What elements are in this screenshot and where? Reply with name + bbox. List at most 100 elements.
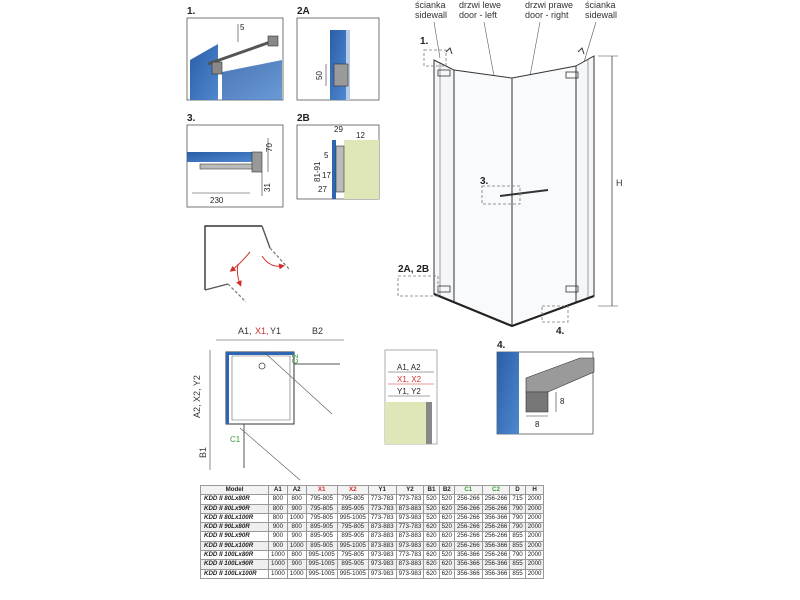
dimension-table: Model A1 A2 X1 X2 Y1 Y2 B1 B2 C1 C2 D H …	[200, 484, 545, 579]
plan-top-prefix: A1,	[238, 326, 252, 336]
detail-1-label: 1.	[187, 6, 196, 17]
table-cell: 895-905	[305, 540, 338, 552]
table-cell: 795-805	[305, 503, 338, 514]
table-cell: 973-983	[395, 512, 425, 524]
table-cell: 790	[509, 503, 526, 514]
table-cell: 256-266	[453, 494, 483, 505]
table-cell-model: KDD II 100Lx90R	[200, 559, 269, 570]
table-cell: 356-366	[453, 559, 483, 570]
dim-5-2b: 5	[324, 151, 329, 160]
door-swing-diagram	[204, 225, 291, 303]
table-cell: 620	[423, 531, 440, 542]
plan-c2: C2	[291, 353, 300, 364]
table-cell: 356-366	[481, 512, 511, 524]
col-y1: Y1	[367, 484, 397, 496]
table-cell: 2000	[524, 503, 545, 514]
table-cell: 356-366	[453, 550, 483, 561]
table-cell: 620	[423, 559, 440, 570]
table-cell: 790	[509, 522, 526, 533]
enclosure-front-view: ścianka sidewall drzwi lewe door - left …	[397, 0, 623, 337]
table-cell: 256-266	[453, 531, 483, 542]
profile-legend: A1, A2 X1, X2 Y1, Y2	[384, 349, 438, 445]
table-cell: 790	[509, 550, 526, 561]
dim-50: 50	[315, 71, 324, 80]
table-cell: 873-883	[367, 522, 397, 533]
table-cell: 620	[423, 522, 440, 533]
table-cell: 995-1005	[305, 568, 338, 579]
dim-29: 29	[334, 125, 343, 134]
ref-3: 3.	[480, 176, 489, 187]
detail-2a: 2A 50	[296, 6, 380, 101]
sidewall-left-label-1: ścianka	[415, 0, 446, 10]
ref-1: 1.	[420, 36, 429, 47]
table-cell: 1000	[268, 559, 288, 570]
plan-left-a: A2, X2, Y2	[192, 375, 202, 418]
table-cell: 2000	[524, 512, 545, 524]
table-cell: 895-905	[336, 559, 369, 570]
table-cell: 256-266	[481, 503, 511, 514]
dim-70: 70	[265, 143, 274, 152]
table-cell: 2000	[524, 559, 545, 570]
dim-27: 27	[318, 185, 327, 194]
table-cell: 800	[286, 550, 307, 561]
legend-x: X1, X2	[397, 375, 422, 384]
table-cell: 795-805	[305, 494, 338, 505]
height-label: H	[616, 178, 623, 188]
detail-4: 4. 8 8	[496, 340, 595, 435]
table-cell-model: KDD II 80Lx80R	[200, 494, 269, 505]
table-cell: 520	[423, 512, 440, 524]
table-cell: 873-883	[395, 503, 425, 514]
sidewall-left-label-2: sidewall	[415, 10, 447, 20]
table-cell: 973-983	[367, 568, 397, 579]
table-cell: 895-905	[305, 522, 338, 533]
dim-17: 17	[322, 171, 331, 180]
table-cell: 900	[268, 540, 288, 552]
table-cell-model: KDD II 90Lx90R	[200, 531, 269, 542]
table-cell: 973-983	[367, 559, 397, 570]
table-cell: 715	[509, 494, 526, 505]
col-a2: A2	[286, 484, 307, 496]
table-cell: 800	[286, 494, 307, 505]
table-cell: 973-983	[395, 568, 425, 579]
dim-8-bottom: 8	[535, 420, 540, 429]
table-cell: 800	[268, 494, 288, 505]
table-cell: 620	[423, 540, 440, 552]
table-cell: 855	[509, 531, 526, 542]
col-a1: A1	[268, 484, 288, 496]
detail-1: 1. 5	[186, 6, 284, 101]
detail-4-label: 4.	[497, 340, 506, 351]
table-cell: 620	[423, 550, 440, 561]
table-cell: 620	[438, 540, 455, 552]
table-cell: 855	[509, 568, 526, 579]
table-cell-model: KDD II 80Lx90R	[200, 503, 269, 514]
table-cell: 620	[438, 503, 455, 514]
table-cell: 895-905	[305, 531, 338, 542]
legend-a: A1, A2	[397, 363, 421, 372]
table-cell-model: KDD II 90Lx100R	[200, 540, 269, 552]
table-cell: 773-783	[367, 512, 397, 524]
table-cell: 900	[286, 559, 307, 570]
table-cell: 356-366	[481, 540, 511, 552]
dim-8-side: 8	[560, 397, 565, 406]
sidewall-right-label-1: ścianka	[585, 0, 616, 10]
dim-81-91: 81-91	[313, 161, 322, 182]
table-cell: 1000	[286, 568, 307, 579]
table-cell: 795-805	[336, 494, 369, 505]
table-cell: 795-805	[336, 522, 369, 533]
table-cell: 995-1005	[336, 568, 369, 579]
table-cell: 900	[286, 531, 307, 542]
table-cell: 800	[268, 512, 288, 524]
col-b2: B2	[438, 484, 455, 496]
plan-left-b: B1	[198, 447, 208, 458]
door-right-label-2: door - right	[525, 10, 569, 20]
col-c1: C1	[453, 484, 483, 496]
table-cell: 773-783	[395, 550, 425, 561]
door-left-label-1: drzwi lewe	[459, 0, 501, 10]
table-cell: 795-805	[305, 512, 338, 524]
table-cell: 773-783	[367, 494, 397, 505]
